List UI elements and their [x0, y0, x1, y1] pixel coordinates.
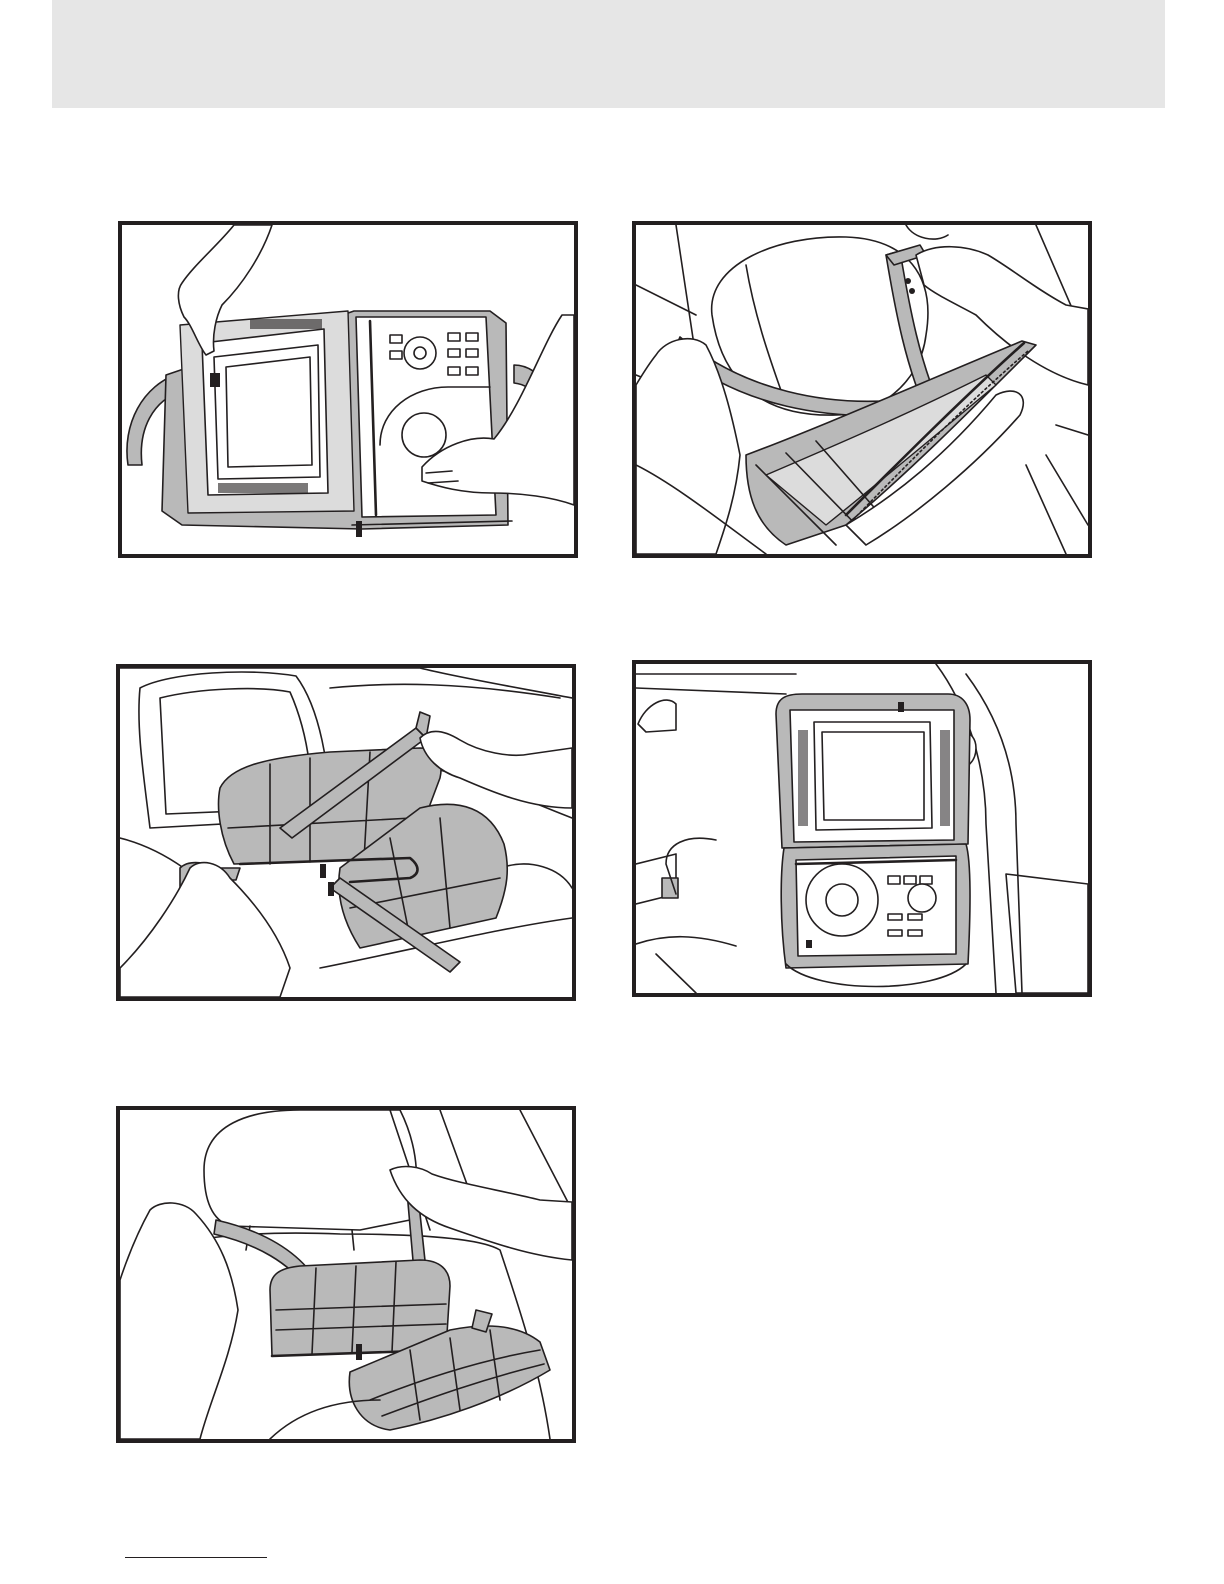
illustration-open-case	[118, 221, 578, 558]
illustration-mounted-player	[632, 660, 1092, 997]
speaker-grille-top	[250, 319, 322, 329]
opening-case-illustration	[120, 1110, 572, 1439]
closed-case-illustration	[120, 668, 572, 997]
footer-rule	[125, 1557, 267, 1558]
illustration-closed-case	[116, 664, 576, 1001]
headrest-strap-illustration	[636, 225, 1088, 554]
illustration-headrest-strap	[632, 221, 1092, 558]
dvd-player-in-case-illustration	[122, 225, 574, 554]
header-band	[52, 0, 1165, 108]
illustration-opening-case	[116, 1106, 576, 1443]
speaker-grille-bottom	[218, 483, 308, 493]
mounted-player-illustration	[636, 664, 1088, 993]
